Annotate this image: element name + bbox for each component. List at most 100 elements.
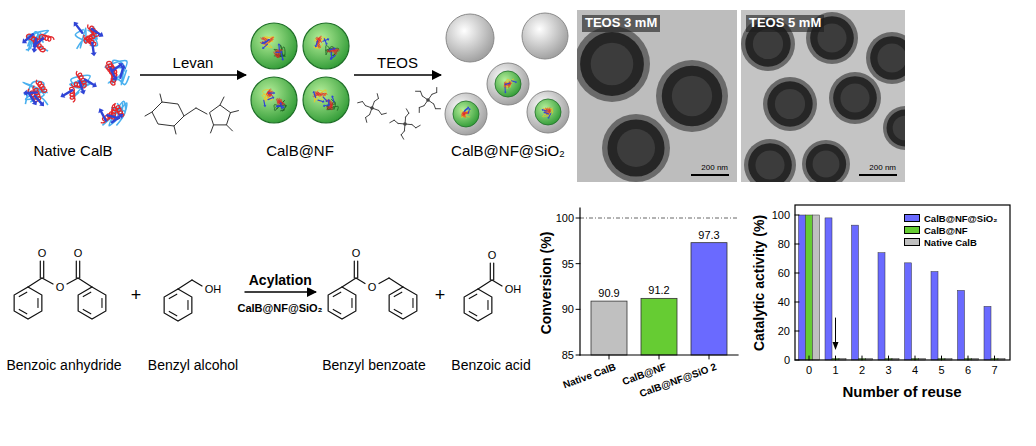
legend-row: CalB@NF@SiO₂	[904, 212, 997, 224]
beta-strand-head	[330, 57, 332, 59]
bond	[432, 93, 437, 95]
compound-name: Benzyl alcohol	[148, 357, 238, 373]
ring-double-bond	[83, 309, 91, 313]
helix	[506, 83, 512, 85]
particle-shell	[887, 110, 905, 147]
particle-core	[840, 83, 869, 112]
silica-shell	[487, 63, 529, 105]
bond	[28, 278, 42, 287]
bond	[436, 88, 437, 93]
bond	[377, 94, 378, 99]
axis-tick: 7	[991, 364, 997, 376]
scale-label: 200 nm	[701, 163, 728, 172]
bar-value: 90.9	[598, 287, 619, 299]
beta-strand	[264, 44, 268, 47]
benzene-ring	[164, 289, 192, 321]
compound: Benzyl alcohol	[144, 240, 243, 376]
ring-double-bond	[487, 301, 488, 310]
beta-strand-head	[281, 51, 283, 54]
tem-panel: TEOS 3 mM200 nm	[577, 10, 737, 182]
beta-strand-head	[543, 111, 545, 113]
beta-strand	[324, 39, 326, 44]
helix	[71, 82, 86, 88]
double-bond	[43, 261, 44, 278]
bond	[406, 109, 408, 113]
beta-strand	[278, 105, 283, 106]
legend-swatch	[904, 238, 920, 246]
bond	[434, 104, 436, 109]
bar	[958, 290, 965, 360]
connector-arrow	[245, 291, 317, 293]
axis-tick: 1	[832, 364, 838, 376]
legend-swatch	[904, 214, 920, 222]
tick-mark	[795, 360, 799, 361]
bond	[401, 135, 403, 139]
plus-sign: +	[131, 286, 142, 306]
bar	[806, 215, 813, 360]
beta-strand	[92, 29, 100, 34]
beta-strand-head	[91, 52, 97, 56]
beta-strand	[120, 68, 123, 78]
bond	[379, 278, 389, 284]
particle-core	[591, 43, 634, 86]
beta-strand-head	[31, 48, 37, 52]
ring-double-bond	[83, 292, 91, 296]
helix	[504, 81, 506, 87]
particle-shell	[767, 81, 812, 126]
bond	[184, 108, 196, 116]
tick-mark	[576, 218, 580, 219]
axis-tick: 100	[556, 212, 574, 224]
beta-strand-head	[74, 22, 79, 27]
beta-strand	[316, 41, 318, 46]
bond	[478, 280, 492, 289]
scale-bar	[691, 174, 729, 176]
tick-mark	[795, 331, 799, 332]
stage-group: Native CalB	[8, 12, 138, 162]
double-bond	[493, 263, 494, 280]
beta-strand-head	[325, 43, 328, 45]
compound-name: Benzoic acid	[451, 357, 530, 373]
tick-mark	[659, 355, 660, 359]
stage-label: Native CalB	[33, 142, 112, 159]
beta-strand-head	[23, 90, 27, 96]
bar	[878, 253, 885, 360]
particle-halo	[744, 139, 796, 182]
sugar-ring	[210, 105, 231, 125]
beta-strand-head	[281, 58, 284, 60]
sugar-ring	[152, 102, 184, 126]
beta-strand-head	[261, 41, 263, 44]
beta-strand	[331, 52, 333, 57]
bond	[416, 125, 420, 127]
silica-shell	[522, 13, 568, 59]
tick-mark	[576, 355, 580, 356]
bond	[363, 102, 366, 106]
teos-molecules	[358, 88, 441, 140]
bond	[67, 278, 78, 284]
beta-strand	[25, 34, 33, 40]
panel-label: TEOS 5 mM	[746, 15, 824, 32]
particle-core	[753, 29, 783, 59]
ring-double-bond	[412, 299, 413, 308]
beta-strand	[329, 49, 334, 50]
green-core	[495, 71, 521, 97]
legend-text: CalB@NF	[924, 225, 968, 236]
ring-double-bond	[394, 292, 402, 296]
compound-name: Benzyl benzoate	[322, 357, 426, 373]
particle-core	[672, 76, 712, 116]
green-sphere	[303, 23, 349, 69]
bond	[389, 278, 403, 287]
enzyme-loop	[461, 110, 470, 117]
double-bond	[79, 261, 80, 278]
beta-strand	[545, 112, 549, 114]
particle-halo	[866, 32, 905, 84]
beta-strand-head	[60, 92, 65, 97]
beta-strand-head	[22, 38, 27, 43]
bond	[196, 108, 207, 114]
beta-strand-head	[92, 82, 97, 87]
beta-strand	[278, 106, 283, 108]
bond	[366, 117, 367, 122]
axis-line	[579, 208, 580, 355]
helix	[260, 41, 267, 44]
tick-mark	[576, 263, 580, 264]
